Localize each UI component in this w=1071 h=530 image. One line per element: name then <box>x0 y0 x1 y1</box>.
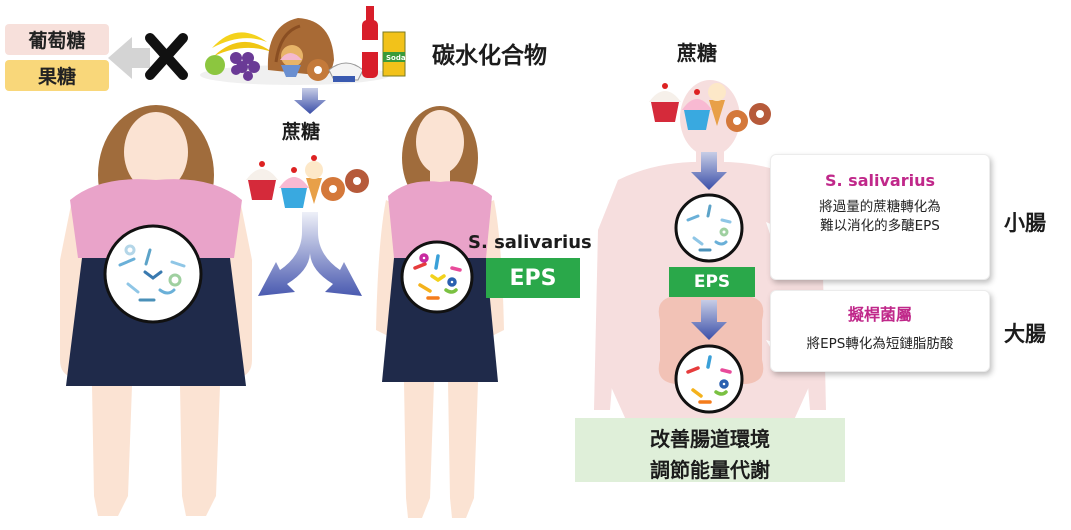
large-intestine-microbes-circle <box>674 344 744 414</box>
gut-microbes-circle-middle <box>400 240 474 314</box>
microbes-middle <box>413 253 462 300</box>
fructose-label: 果糖 <box>37 66 76 88</box>
carbohydrate-foods-icon <box>200 6 406 85</box>
glucose-label: 葡萄糖 <box>28 30 86 52</box>
cross-icon <box>145 33 188 80</box>
result-box: 改善腸道環境 調節能量代謝 <box>575 418 845 482</box>
eps-badge-right: EPS <box>669 267 755 297</box>
result-line-1: 改善腸道環境 <box>650 427 770 451</box>
gut-microbes-circle-left <box>103 224 203 324</box>
eps-label-left: EPS <box>509 265 557 291</box>
small-intestine-desc-2: 難以消化的多醣EPS <box>820 218 940 234</box>
small-intestine-desc-1: 將過量的蔗糖轉化為 <box>819 199 941 215</box>
gray-arrow-left <box>108 37 150 79</box>
microbes-small-intestine <box>686 204 732 252</box>
carbohydrates-label: 碳水化合物 <box>432 43 547 69</box>
fork-arrow <box>258 212 362 296</box>
microbes-left <box>118 244 186 302</box>
soda-can-text: Soda <box>386 54 406 62</box>
small-intestine-microbes-circle <box>674 193 744 263</box>
result-line-2: 調節能量代謝 <box>650 458 770 482</box>
large-intestine-card: 擬桿菌屬 將EPS轉化為短鏈脂肪酸 <box>770 290 990 372</box>
down-arrow-right-2 <box>691 300 727 340</box>
fructose-tag: 果糖 <box>5 60 109 91</box>
eps-badge-left: EPS <box>486 258 580 298</box>
sucrose-label-right: 蔗糖 <box>677 41 717 65</box>
eps-label-right: EPS <box>693 272 731 292</box>
large-intestine-desc: 將EPS轉化為短鏈脂肪酸 <box>806 336 954 352</box>
down-arrow-right-1 <box>691 152 727 190</box>
small-intestine-label: 小腸 <box>1004 211 1046 235</box>
bacteria-label-left: S. salivarius <box>468 232 592 253</box>
sweets-icon-right <box>649 83 771 132</box>
sucrose-label-left: 蔗糖 <box>282 121 321 143</box>
small-intestine-card: S. salivarius 將過量的蔗糖轉化為 難以消化的多醣EPS <box>770 154 990 280</box>
large-intestine-label: 大腸 <box>1004 322 1046 346</box>
small-intestine-bacteria: S. salivarius <box>825 171 935 190</box>
down-arrow-top <box>294 88 326 114</box>
sweets-icon-left <box>246 155 369 208</box>
microbes-large-intestine <box>686 355 732 404</box>
glucose-tag: 葡萄糖 <box>5 24 109 55</box>
large-intestine-bacteria: 擬桿菌屬 <box>847 305 912 324</box>
